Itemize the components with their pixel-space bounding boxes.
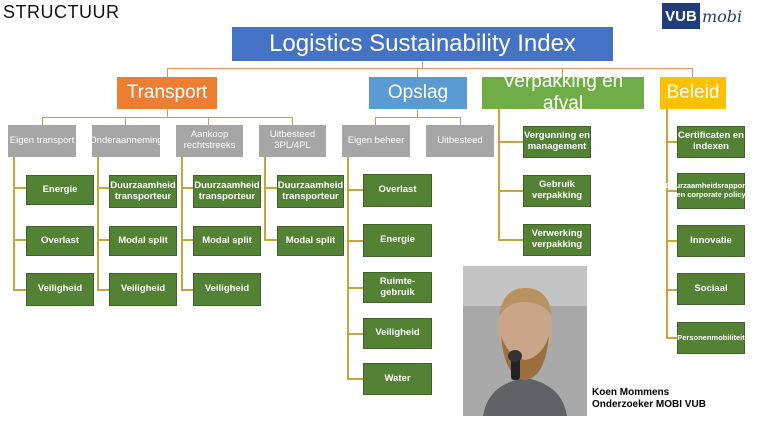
item-uitbesteed-modal-split: Modal split [277, 226, 344, 256]
vub-mobi-logo: VUB mobi [662, 3, 746, 29]
item-beleid-personenmobiliteit: Personenmobiliteit [677, 322, 745, 354]
item-eigen-transport-energie: Energie [26, 175, 94, 205]
item-opslag-overlast: Overlast [363, 174, 432, 207]
sub-uitbesteed: Uitbesteed [426, 125, 494, 157]
category-beleid: Beleid [660, 77, 726, 109]
speaker-name: Koen Mommens [592, 387, 670, 398]
item-opslag-water: Water [363, 363, 432, 395]
sub-aankoop-rechtstreeks: Aankoop rechtstreeks [176, 125, 243, 157]
item-verpakking-gebruik: Gebruik verpakking [523, 175, 591, 207]
item-opslag-ruimte-gebruik: Ruimte-gebruik [363, 272, 432, 303]
sub-uitbesteed-3pl-4pl: Uitbesteed 3PL/4PL [259, 125, 326, 157]
item-onderaanneming-veiligheid: Veiligheid [109, 273, 177, 306]
item-eigen-transport-overlast: Overlast [26, 226, 94, 256]
category-verpakking-en-afval: Verpakking en afval [482, 71, 644, 114]
person-portrait-icon [463, 266, 587, 416]
item-verpakking-verwerking: Verwerking verpakking [523, 224, 591, 256]
sub-eigen-transport: Eigen transport [8, 125, 76, 157]
item-opslag-veiligheid: Veiligheid [363, 318, 432, 349]
item-uitbesteed-duurzaamheid: Duurzaamheid transporteur [277, 175, 344, 208]
speaker-photo [463, 266, 587, 416]
diagram-title: Logistics Sustainability Index [232, 27, 613, 61]
mobi-logo-text: mobi [702, 6, 743, 26]
item-aankoop-modal-split: Modal split [193, 226, 261, 256]
speaker-role: Onderzoeker MOBI VUB [592, 399, 706, 410]
sub-eigen-beheer: Eigen beheer [342, 125, 410, 157]
item-beleid-innovatie: Innovatie [677, 225, 745, 257]
item-eigen-transport-veiligheid: Veiligheid [26, 273, 94, 306]
item-aankoop-duurzaamheid: Duurzaamheid transporteur [193, 175, 261, 208]
category-opslag: Opslag [369, 77, 467, 109]
item-beleid-certificaten: Certificaten en indexen [677, 126, 745, 158]
item-onderaanneming-modal-split: Modal split [109, 226, 177, 256]
vub-logo-text: VUB [662, 3, 700, 29]
item-verpakking-vergunning: Vergunning en management [523, 126, 591, 158]
category-transport: Transport [117, 77, 217, 109]
item-onderaanneming-duurzaamheid: Duurzaamheid transporteur [109, 175, 177, 208]
item-aankoop-veiligheid: Veiligheid [193, 273, 261, 306]
item-beleid-duurzaamheidsrapporten: Duurzaamheidsrapporten en corporate poli… [666, 173, 756, 209]
slide-heading: STRUCTUUR [3, 2, 120, 22]
sub-onderaanneming: Onderaanneming [89, 125, 163, 157]
item-beleid-sociaal: Sociaal [677, 273, 745, 305]
item-opslag-energie: Energie [363, 224, 432, 257]
speaker-caption: Koen Mommens Onderzoeker MOBI VUB [592, 387, 706, 411]
